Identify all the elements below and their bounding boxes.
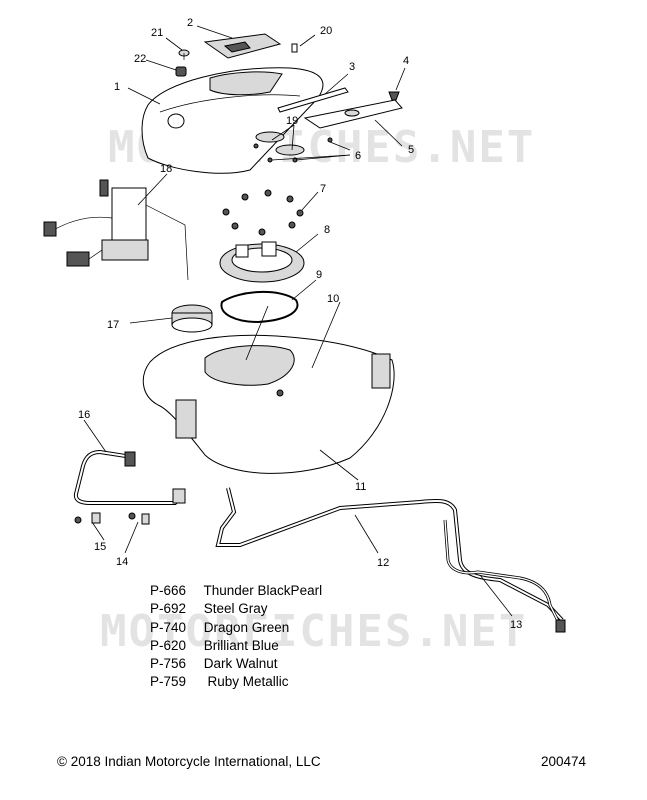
legend-row: P-666 Thunder BlackPearl	[150, 582, 322, 600]
clip-4-part	[388, 91, 400, 101]
callout-9: 9	[316, 269, 322, 281]
callout-16: 16	[78, 409, 90, 421]
callout-17: 17	[107, 319, 119, 331]
vent-hose-part	[73, 449, 186, 505]
callout-8: 8	[324, 224, 330, 236]
callout-5: 5	[408, 144, 414, 156]
watermark-bottom: MOTORFICHES.NET	[100, 606, 527, 657]
callout-14: 14	[116, 556, 128, 568]
legend-color-name: Ruby Metallic	[203, 674, 289, 690]
paint-code-legend: P-666 Thunder BlackPearl P-692 Steel Gra…	[150, 582, 322, 692]
screw-20-part	[291, 43, 298, 53]
legend-code: P-666	[150, 583, 187, 598]
fuel-tank-part	[142, 334, 395, 474]
callout-19: 19	[286, 115, 298, 127]
legend-color-name: Dragon Green	[203, 619, 290, 635]
pump-flange-part	[219, 241, 305, 283]
legend-color-name: Thunder BlackPearl	[203, 583, 323, 598]
legend-row: P-692 Steel Gray	[150, 600, 322, 618]
callout-15: 15	[94, 541, 106, 553]
grommet-22-part	[175, 66, 187, 77]
legend-code: P-620	[150, 637, 187, 653]
callout-20: 20	[320, 25, 332, 37]
callout-10: 10	[327, 293, 339, 305]
legend-color-name: Dark Walnut	[203, 656, 278, 672]
console-insert-part	[203, 33, 282, 59]
fuel-pump-part	[43, 179, 189, 281]
callout-12: 12	[377, 557, 389, 569]
callout-22: 22	[134, 53, 146, 65]
fitting-15-part	[74, 512, 101, 524]
diagram-id: 200474	[541, 754, 587, 769]
bracket-plate-part	[303, 99, 403, 129]
callout-7: 7	[320, 183, 326, 195]
fuel-line-13-part	[443, 519, 566, 633]
screws-6-part	[253, 137, 333, 163]
leader-lines	[83, 25, 513, 617]
callout-1: 1	[114, 81, 120, 93]
callout-13: 13	[510, 619, 522, 631]
legend-color-name: Brilliant Blue	[203, 637, 279, 653]
legend-code: P-740	[150, 619, 187, 635]
legend-color-name: Steel Gray	[203, 601, 268, 617]
callout-18: 18	[160, 163, 172, 175]
callout-21: 21	[151, 27, 163, 39]
callout-2: 2	[187, 17, 193, 29]
screw-21-part	[178, 49, 190, 60]
mount-19-part	[255, 131, 305, 156]
fitting-14-part	[128, 512, 150, 525]
legend-code: P-756	[150, 656, 187, 672]
copyright-text: © 2018 Indian Motorcycle International, …	[57, 754, 321, 769]
callout-3: 3	[349, 61, 355, 73]
callout-11: 11	[355, 481, 366, 493]
fuel-line-12-part	[215, 487, 564, 622]
tank-console-part	[141, 67, 324, 174]
callout-4: 4	[403, 55, 409, 67]
legend-code: P-692	[150, 601, 187, 617]
gasket-strip-part	[277, 87, 349, 113]
legend-row: P-740 Dragon Green	[150, 619, 322, 637]
legend-row: P-759 Ruby Metallic	[150, 673, 322, 691]
gasket-9-part	[220, 291, 299, 324]
legend-code: P-759	[150, 674, 187, 690]
legend-row: P-756 Dark Walnut	[150, 655, 322, 673]
nuts-7-part	[222, 189, 304, 236]
callout-6: 6	[355, 150, 361, 162]
legend-row: P-620 Brilliant Blue	[150, 637, 322, 655]
